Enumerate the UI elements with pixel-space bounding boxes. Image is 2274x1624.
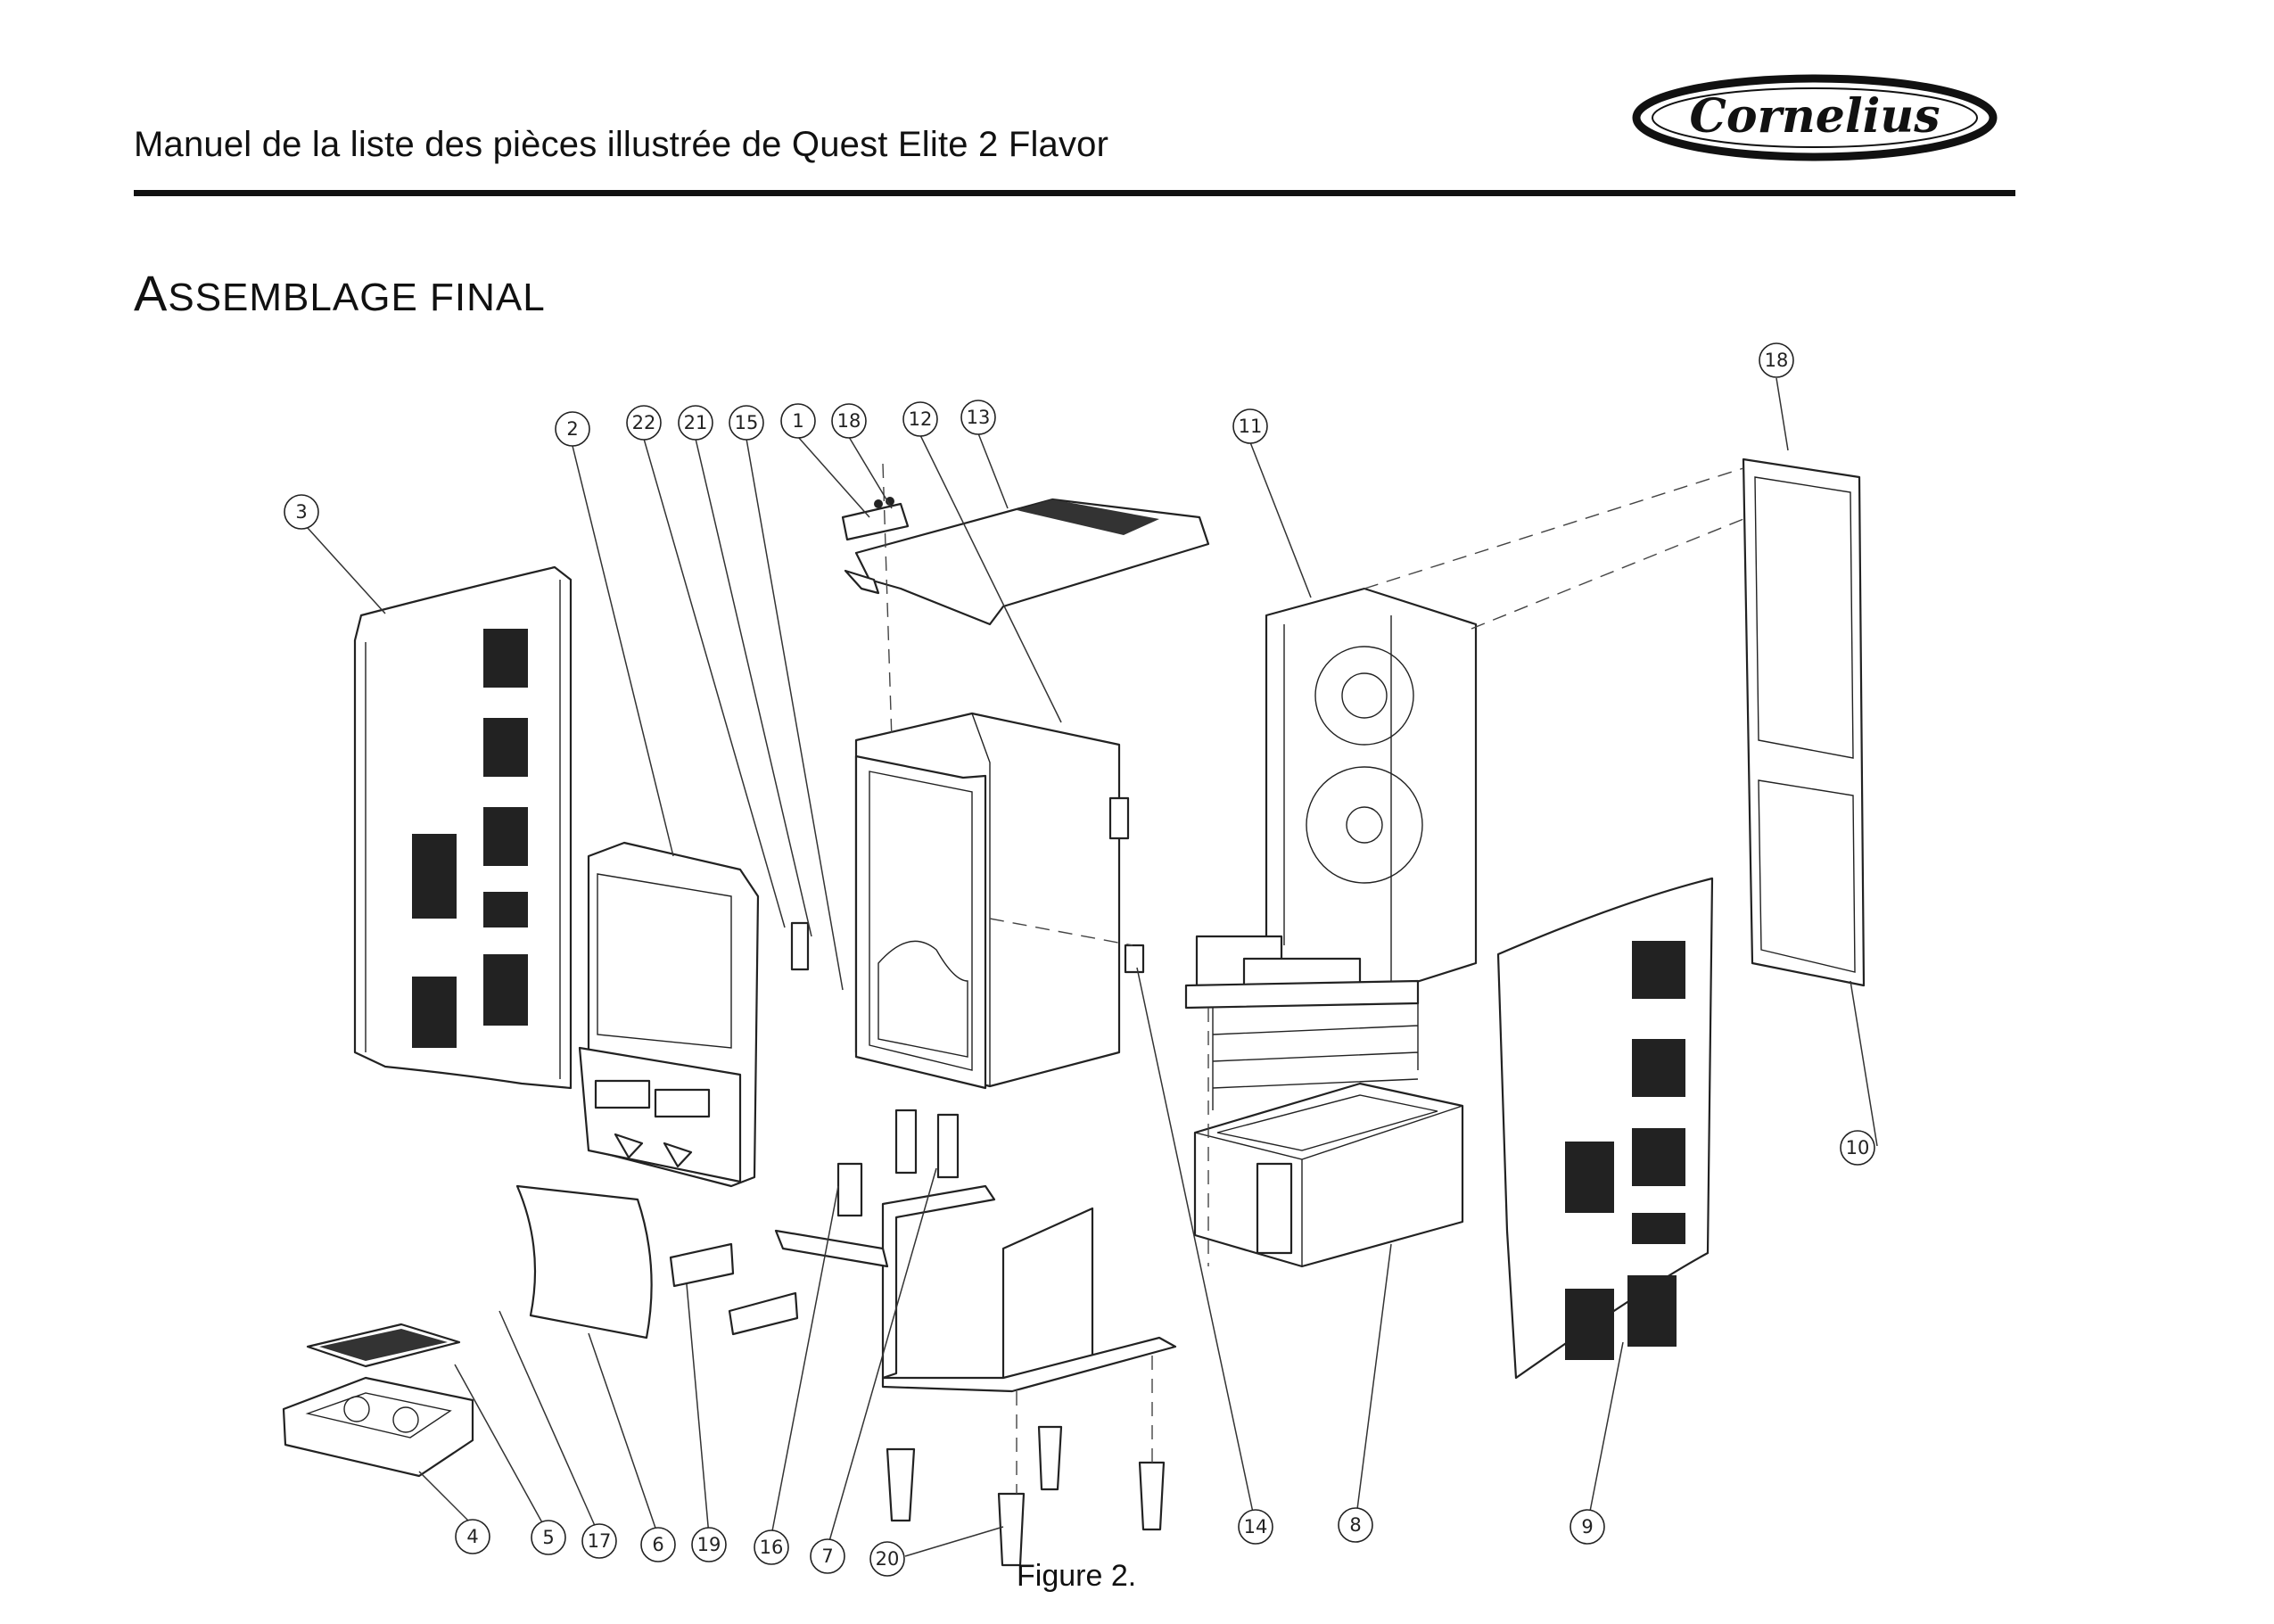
- section-title-rest: SSEMBLAGE FINAL: [168, 276, 546, 319]
- svg-text:5: 5: [542, 1527, 554, 1548]
- svg-text:15: 15: [735, 412, 759, 433]
- manual-title: Manuel de la liste des pièces illustrée …: [134, 125, 1109, 164]
- callout-12: 12: [902, 401, 938, 437]
- drip-tray: [282, 1376, 474, 1478]
- svg-text:13: 13: [967, 407, 991, 428]
- callout-11: 11: [1232, 408, 1268, 444]
- assembly-lines: [882, 463, 1749, 1494]
- callout-4: 4: [455, 1519, 490, 1554]
- callout-5: 5: [531, 1520, 566, 1555]
- front-door-panel: [578, 841, 760, 1188]
- callout-17: 17: [581, 1523, 617, 1559]
- svg-text:17: 17: [588, 1530, 612, 1552]
- left-side-panel: [353, 565, 573, 1090]
- lid-bracket: [841, 497, 910, 541]
- back-grille-panel: [1742, 458, 1866, 987]
- svg-text:18: 18: [1765, 350, 1789, 371]
- callout-7: 7: [810, 1538, 845, 1574]
- callout-19: 19: [691, 1527, 727, 1562]
- svg-text:10: 10: [1846, 1137, 1870, 1158]
- callout-14: 14: [1238, 1509, 1273, 1545]
- svg-text:12: 12: [909, 408, 933, 430]
- right-side-panel: [1496, 877, 1714, 1380]
- callout-3: 3: [284, 494, 319, 530]
- leader-lines: [307, 377, 1878, 1557]
- callout-22: 22: [626, 405, 662, 441]
- svg-text:9: 9: [1581, 1516, 1593, 1537]
- cornelius-logo: Cornelius: [1632, 74, 1998, 161]
- svg-text:19: 19: [697, 1534, 721, 1555]
- svg-text:18: 18: [837, 410, 861, 432]
- section-title: ASSEMBLAGE FINAL: [134, 264, 546, 322]
- section-title-initial: A: [134, 265, 169, 321]
- callout-9: 9: [1570, 1509, 1605, 1545]
- legs: [886, 1425, 1166, 1567]
- callout-6: 6: [640, 1527, 676, 1562]
- svg-text:7: 7: [821, 1546, 833, 1567]
- svg-text:20: 20: [876, 1548, 900, 1570]
- nozzles: [894, 1109, 960, 1179]
- svg-text:2: 2: [566, 418, 578, 440]
- svg-text:14: 14: [1244, 1516, 1268, 1537]
- svg-text:6: 6: [652, 1534, 663, 1555]
- callout-13: 13: [960, 400, 996, 435]
- svg-text:3: 3: [295, 501, 307, 523]
- callout-15: 15: [729, 405, 764, 441]
- water-bath-tank: [1193, 1082, 1464, 1268]
- refrigeration-frame: [1184, 587, 1478, 1110]
- callout-10: 10: [1840, 1130, 1875, 1166]
- logo-wordmark: Cornelius: [1690, 89, 1940, 144]
- callout-21: 21: [678, 405, 713, 441]
- drip-tray-grate: [306, 1323, 461, 1368]
- cabinet-box: [854, 712, 1130, 1090]
- svg-text:21: 21: [684, 412, 708, 433]
- callout-8: 8: [1338, 1507, 1373, 1543]
- svg-text:8: 8: [1349, 1514, 1361, 1536]
- callout-16: 16: [754, 1529, 789, 1565]
- svg-text:11: 11: [1239, 416, 1263, 437]
- svg-text:16: 16: [760, 1537, 784, 1558]
- svg-text:4: 4: [466, 1526, 478, 1547]
- splash-panel: [515, 1184, 653, 1340]
- callout-1: 1: [780, 403, 816, 439]
- callout-20: 20: [869, 1541, 905, 1577]
- figure-caption: Figure 2.: [1017, 1559, 1137, 1593]
- callout-18-top: 18: [831, 403, 867, 439]
- header-rule: [134, 190, 2015, 196]
- svg-text:1: 1: [792, 410, 803, 432]
- base-stand: [774, 1162, 1177, 1393]
- callout-18-right: 18: [1759, 342, 1794, 378]
- callout-2: 2: [555, 411, 590, 447]
- trim-plates: [669, 1242, 799, 1336]
- svg-text:22: 22: [632, 412, 656, 433]
- top-lid: [844, 498, 1210, 626]
- side-brackets: [790, 921, 1145, 974]
